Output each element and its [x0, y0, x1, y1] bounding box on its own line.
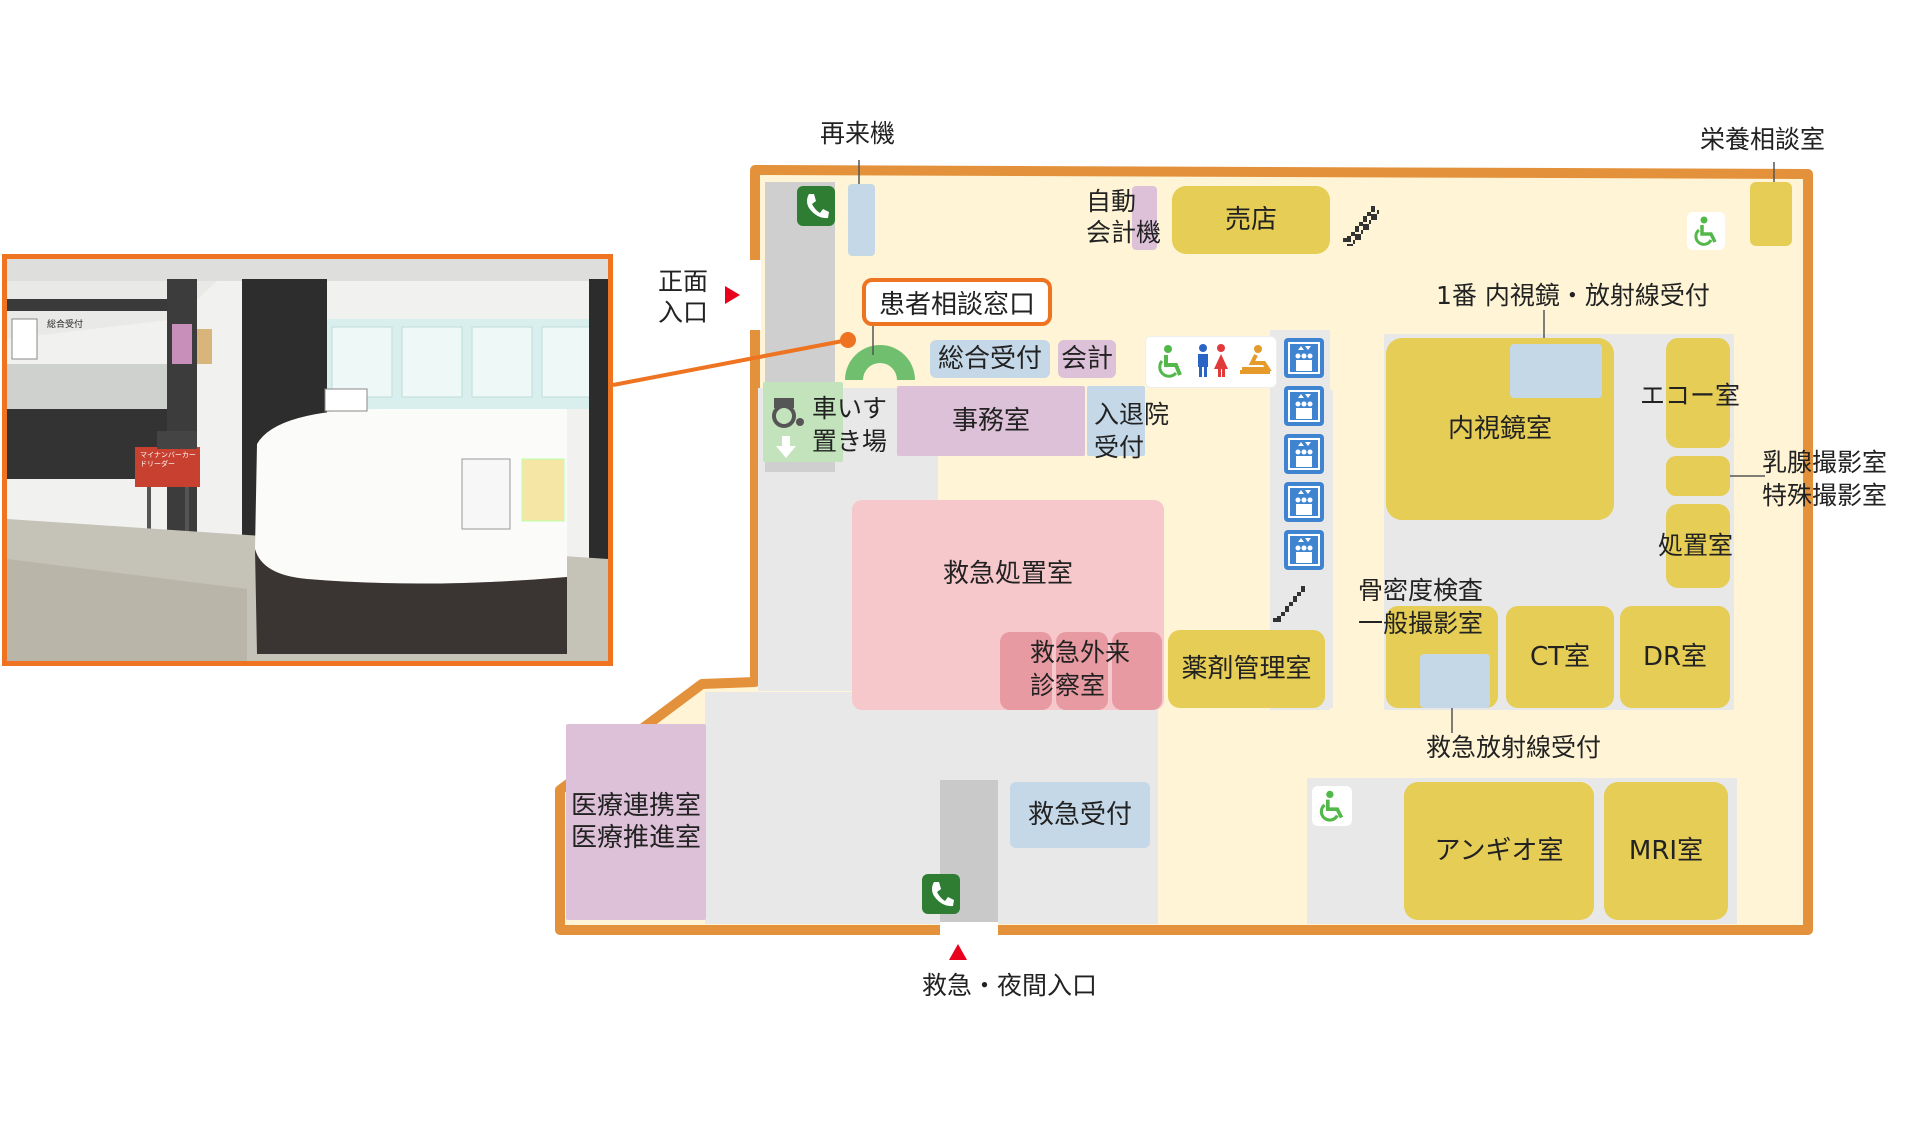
treatment-room	[1666, 504, 1730, 588]
angio-room: アンギオ室	[1404, 782, 1594, 920]
dr-room: DR室	[1620, 606, 1730, 708]
night-entrance-arrow-icon	[949, 944, 967, 960]
stairs-icon	[1273, 586, 1305, 622]
stairs-icon	[1343, 206, 1379, 246]
corridor-lower-left	[705, 692, 942, 924]
down-arrow-icon	[776, 436, 796, 458]
emergency-radiology-reception[interactable]	[1420, 654, 1490, 708]
phone-icon	[797, 186, 835, 226]
emergency-exam-2	[1056, 632, 1108, 710]
woman-icon	[1214, 344, 1228, 377]
medical-coop-room: 医療連携室 医療推進室	[566, 724, 706, 920]
endoscopy-reception[interactable]	[1510, 344, 1602, 398]
reception-desk-photo-image	[7, 259, 608, 661]
patient-consult-label: 患者相談窓口	[878, 289, 1035, 320]
elevator-icon	[1284, 338, 1324, 378]
photo-connector-line	[612, 338, 849, 387]
main-entrance-gap	[749, 260, 761, 330]
office-room: 事務室	[897, 386, 1085, 456]
wheelchair-area-label: 車いす 置き場	[812, 394, 888, 456]
auto-payment-block	[1132, 186, 1157, 250]
main-entrance-arrow-icon	[725, 286, 740, 304]
bone-density-label: 骨密度検査 一般撮影室	[1358, 576, 1484, 638]
restroom-badge	[1145, 336, 1277, 388]
nutrition-label: 栄養相談室	[1700, 125, 1826, 154]
admission-reception[interactable]	[1087, 386, 1145, 456]
night-entrance-label: 救急・夜間入口	[922, 971, 1098, 1000]
wheelchair-icon	[768, 390, 808, 430]
general-reception[interactable]: 総合受付	[930, 340, 1050, 378]
emergency-reception[interactable]: 救急受付	[1010, 782, 1150, 848]
reentry-machine-block	[848, 184, 875, 256]
patient-consult-highlight[interactable]: 患者相談窓口	[862, 278, 1052, 326]
nutrition-room	[1750, 182, 1792, 246]
connector-dot	[840, 332, 856, 348]
baby-changing-icon	[1240, 345, 1272, 374]
restroom-icon	[1158, 344, 1272, 378]
elevator-icon	[1284, 482, 1324, 522]
man-icon	[1198, 344, 1208, 377]
wheelchair-icon	[1312, 786, 1352, 826]
phone-icon	[922, 874, 960, 914]
pharmacy-room: 薬剤管理室	[1168, 630, 1325, 708]
wheelchair-icon	[1687, 212, 1725, 250]
echo-room	[1666, 338, 1730, 448]
emergency-exam-1	[1000, 632, 1052, 710]
photo-sign-general-reception: 総合受付	[47, 320, 84, 330]
reentry-machine-label: 再来機	[820, 119, 896, 148]
wheelchair-icon	[1158, 345, 1182, 378]
elevator-icon	[1284, 386, 1324, 426]
mri-room: MRI室	[1604, 782, 1728, 920]
echo-label: エコー室	[1640, 381, 1741, 410]
emergency-exam-3	[1112, 632, 1162, 710]
reception-1-label: 1番 内視鏡・放射線受付	[1436, 281, 1710, 310]
main-entrance-label: 正面 入口	[658, 267, 709, 327]
emergency-outpatient-label: 救急外来 診察室	[1030, 638, 1131, 700]
mammo-label: 乳腺撮影室 特殊撮影室	[1762, 448, 1888, 510]
cashier[interactable]: 会計	[1058, 340, 1116, 378]
admission-label: 入退院 受付	[1094, 400, 1170, 462]
reception-photo: 総合受付 マイナンバーカードリーダー	[2, 254, 613, 666]
mammo-room	[1666, 456, 1730, 496]
ct-room: CT室	[1506, 606, 1614, 708]
emergency-radiology-label: 救急放射線受付	[1426, 733, 1602, 762]
night-entrance-gap	[940, 922, 998, 936]
elevator-icon	[1284, 434, 1324, 474]
consult-counter	[845, 345, 915, 380]
shop-room: 売店	[1172, 186, 1330, 254]
elevator-icon	[1284, 530, 1324, 570]
photo-sign-card-reader: マイナンバーカードリーダー	[140, 451, 196, 468]
treatment-label: 処置室	[1658, 531, 1734, 560]
auto-payment-label: 自動 会計機	[1086, 187, 1162, 247]
